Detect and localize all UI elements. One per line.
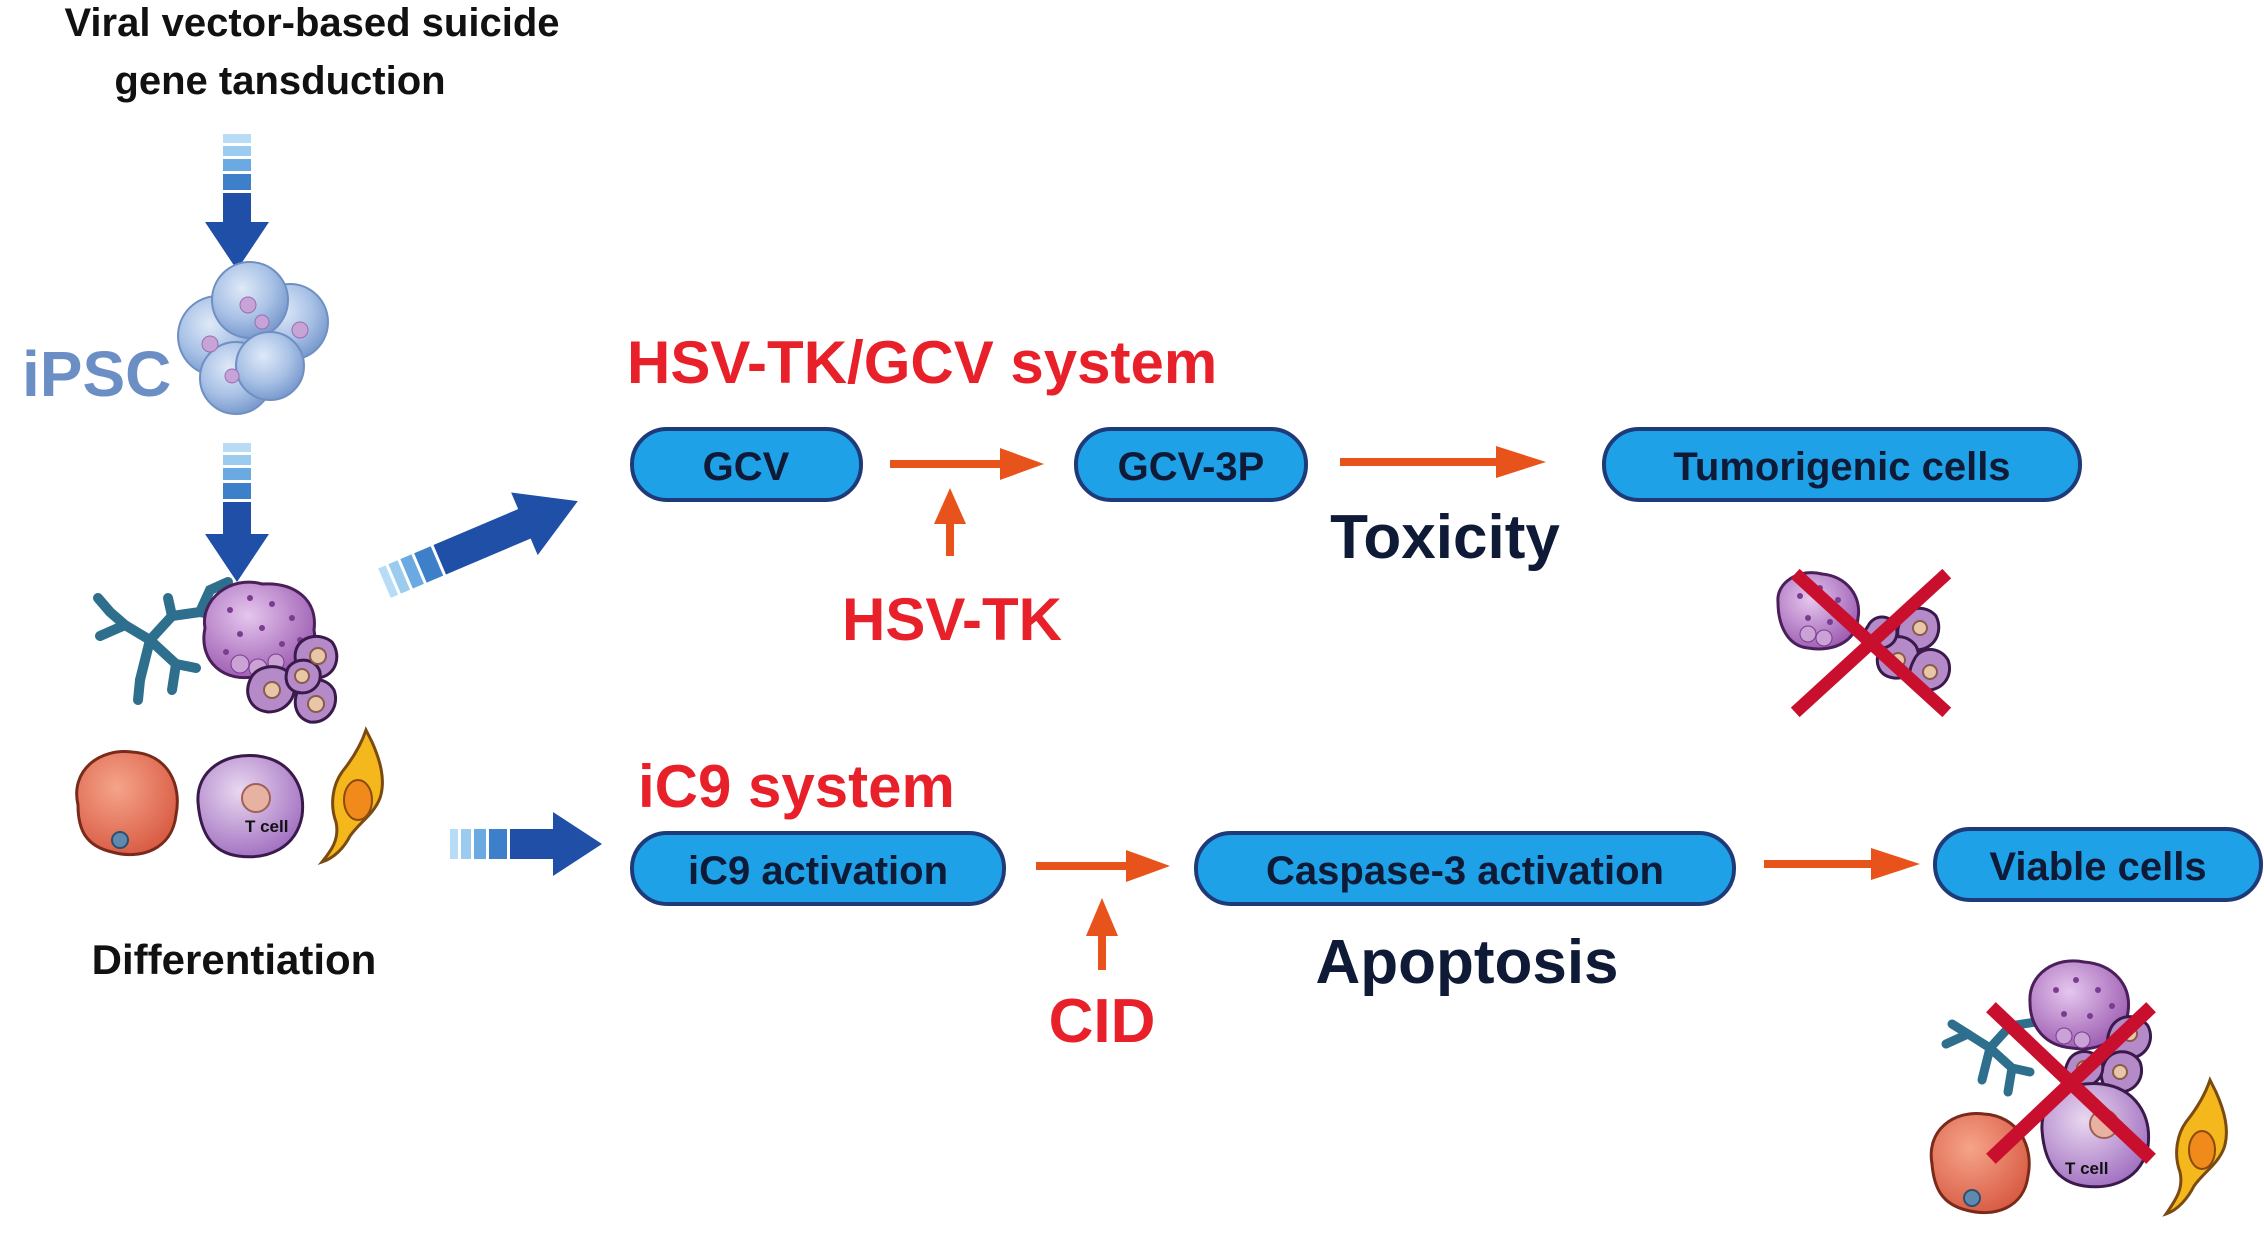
right-arrow-icon [450,812,602,876]
flow-arrow-icon [1340,446,1546,478]
svg-text:Viable cells: Viable cells [1989,845,2206,889]
ipsc-label: iPSC [22,338,171,410]
hsv-tk-label: HSV-TK [842,586,1062,653]
caption-line-1: Viral vector-based suicide [64,1,559,45]
up-arrow-icon [1086,898,1118,970]
caption-line-2: gene tansduction [114,59,445,103]
killed-differentiated-cells-icon: T cell [1929,959,2228,1217]
flow-arrow-icon [890,448,1044,480]
svg-text:GCV-3P: GCV-3P [1118,445,1265,489]
ic9-activation-box: iC9 activation [630,831,1006,906]
differentiated-cells-icon: T cell [75,577,384,866]
differentiation-label: Differentiation [92,936,377,983]
flow-arrow-icon [1764,848,1920,880]
diagonal-arrow-icon [378,492,578,598]
ic9-system-title: iC9 system [638,753,955,820]
down-arrow-icon-1 [205,134,269,270]
apoptosis-label: Apoptosis [1315,928,1618,997]
cid-label: CID [1049,987,1156,1056]
t-cell-label-right: T cell [2065,1159,2108,1178]
svg-text:Tumorigenic cells: Tumorigenic cells [1673,445,2010,489]
tumorigenic-cells-box: Tumorigenic cells [1602,427,2082,502]
gcv-box: GCV [630,427,863,502]
flow-arrow-icon [1036,850,1170,882]
toxicity-label: Toxicity [1330,503,1560,572]
viable-cells-box: Viable cells [1933,827,2263,902]
gcv-3p-box: GCV-3P [1074,427,1308,502]
caspase-3-activation-box: Caspase-3 activation [1194,831,1736,906]
killed-tumor-cells-icon [1776,568,1952,718]
svg-text:Caspase-3 activation: Caspase-3 activation [1266,849,1664,893]
up-arrow-icon [934,488,966,556]
ipsc-cluster-icon [177,261,329,415]
down-arrow-icon-2 [205,443,269,582]
svg-text:GCV: GCV [703,445,790,489]
dendritic-cell-icon [93,577,249,705]
t-cell-label-left: T cell [245,817,288,836]
svg-text:iC9 activation: iC9 activation [688,849,948,893]
hsv-tk-system-title: HSV-TK/GCV system [627,329,1217,396]
